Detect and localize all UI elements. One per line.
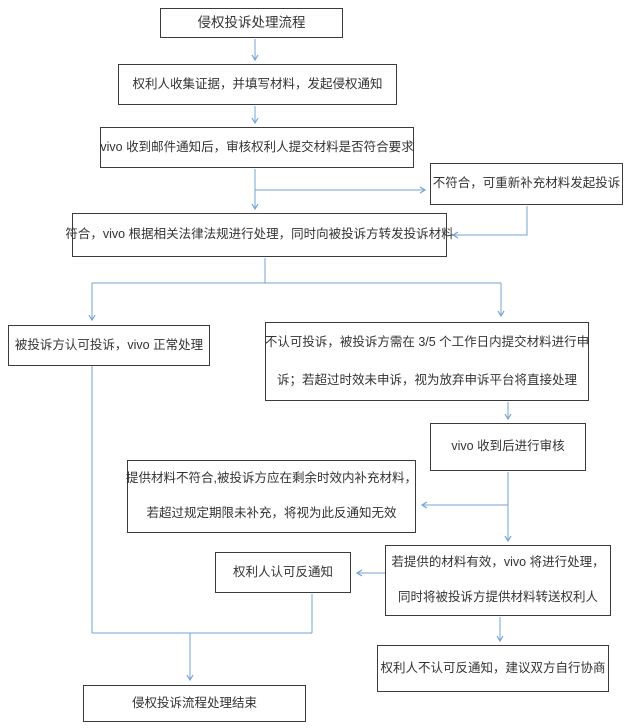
- node-meet-requirements: 符合，vivo 根据相关法律法规进行处理，同时向被投诉方转发投诉材料: [65, 213, 454, 257]
- node-label: 提供材料不符合,被投诉方应在剩余时效内补充材料，: [126, 471, 417, 486]
- node-materials-insufficient: 提供材料不符合,被投诉方应在剩余时效内补充材料， 若超过规定期限未补充，将视为此…: [126, 460, 417, 533]
- node-respondent-accepts: 被投诉方认可投诉，vivo 正常处理: [8, 325, 210, 366]
- node-materials-valid: 若提供的材料有效，vivo 将进行处理， 同时将被投诉方提供材料转送权利人: [385, 545, 611, 616]
- node-collect-evidence: 权利人收集证据，并填写材料，发起侵权通知: [118, 64, 397, 105]
- node-process-title: 侵权投诉处理流程: [160, 8, 343, 38]
- node-not-meet-requirements: 不符合，可重新补充材料发起投诉: [430, 163, 623, 205]
- node-label: vivo 收到邮件通知后，审核权利人提交材料是否符合要求: [100, 139, 414, 154]
- node-respondent-rejects: 不认可投诉，被投诉方需在 3/5 个工作日内提交材料进行申 诉；若超过时效未申诉…: [265, 322, 589, 401]
- node-process-end: 侵权投诉流程处理结束: [83, 685, 306, 722]
- node-label: 权利人收集证据，并填写材料，发起侵权通知: [132, 76, 383, 91]
- node-label: 权利人不认可反通知，建议双方自行协商: [380, 660, 606, 675]
- node-label: 侵权投诉处理流程: [197, 14, 306, 30]
- node-label: 不符合，可重新补充材料发起投诉: [432, 176, 621, 191]
- connector-notmeet-meet: [451, 206, 528, 239]
- node-label: 权利人认可反通知: [232, 564, 333, 579]
- node-vivo-check-materials: vivo 收到邮件通知后，审核权利人提交材料是否符合要求: [100, 127, 414, 168]
- node-label: 若提供的材料有效，vivo 将进行处理，: [391, 555, 605, 570]
- node-label: 诉；若超过时效未申诉，视为放弃申诉平台将直接处理: [276, 372, 577, 387]
- node-label: 被投诉方认可投诉，vivo 正常处理: [14, 337, 204, 352]
- node-rightholder-rejects-counter: 权利人不认可反通知，建议双方自行协商: [377, 645, 609, 692]
- node-label: 同时将被投诉方提供材料转送权利人: [397, 590, 598, 604]
- node-rightholder-accepts-counter: 权利人认可反通知: [215, 552, 351, 593]
- node-label: vivo 收到后进行审核: [451, 439, 565, 454]
- node-label: 侵权投诉流程处理结束: [131, 695, 257, 710]
- node-label: 若超过规定期限未补充，将视为此反通知无效: [146, 506, 397, 520]
- node-label: 不认可投诉，被投诉方需在 3/5 个工作日内提交材料进行申: [264, 334, 590, 349]
- node-label: 符合，vivo 根据相关法律法规进行处理，同时向被投诉方转发投诉材料: [65, 227, 454, 242]
- node-vivo-reviews-appeal: vivo 收到后进行审核: [430, 423, 586, 471]
